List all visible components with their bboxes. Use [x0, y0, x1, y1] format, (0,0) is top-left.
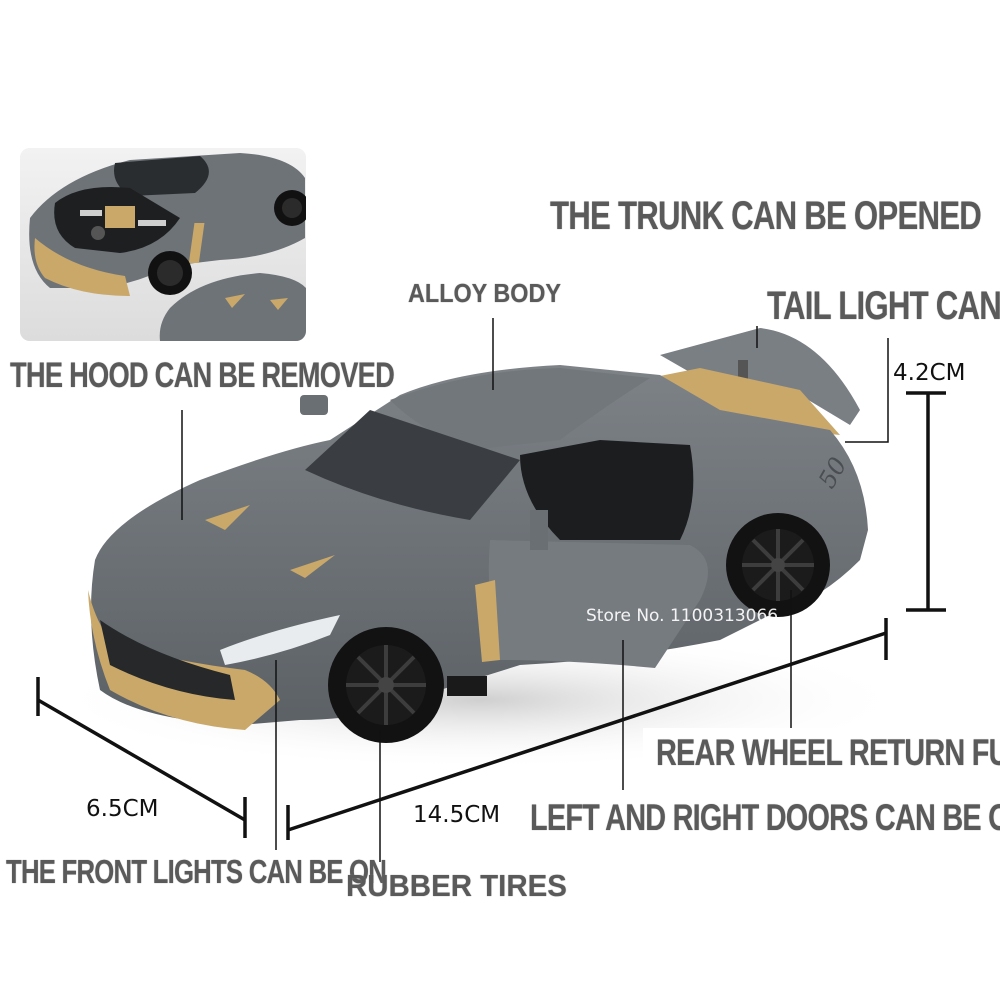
dimension-width-label: 6.5CM — [86, 796, 159, 822]
callout-rubber-tires: RUBBER TIRES — [346, 868, 567, 903]
dimension-height-label: 4.2CM — [893, 360, 966, 386]
callout-alloy-body: ALLOY BODY — [408, 278, 561, 308]
dimension-lines — [36, 391, 946, 840]
callout-trunk-opens: THE TRUNK CAN BE OPENED — [550, 194, 982, 238]
inset-hood-removed-photo — [20, 148, 306, 341]
callout-rear-wheel-return: REAR WHEEL RETURN FUNCTION — [656, 732, 1000, 773]
inset-car-illustration — [20, 148, 306, 341]
callout-doors-open: LEFT AND RIGHT DOORS CAN BE OPENED — [530, 797, 1000, 838]
dimension-length-label: 14.5CM — [413, 802, 501, 828]
callout-front-lights: THE FRONT LIGHTS CAN BE ON — [6, 853, 387, 890]
open-door — [488, 540, 708, 668]
label-backing — [643, 728, 988, 780]
callout-leader-lines — [181, 318, 889, 862]
callout-hood-removable: THE HOOD CAN BE REMOVED — [10, 356, 395, 395]
rear-spoiler — [660, 328, 860, 425]
store-watermark: Store No. 1100313066 — [586, 606, 779, 626]
callout-tail-light: TAIL LIGHT CAN BE ON — [767, 284, 1000, 328]
